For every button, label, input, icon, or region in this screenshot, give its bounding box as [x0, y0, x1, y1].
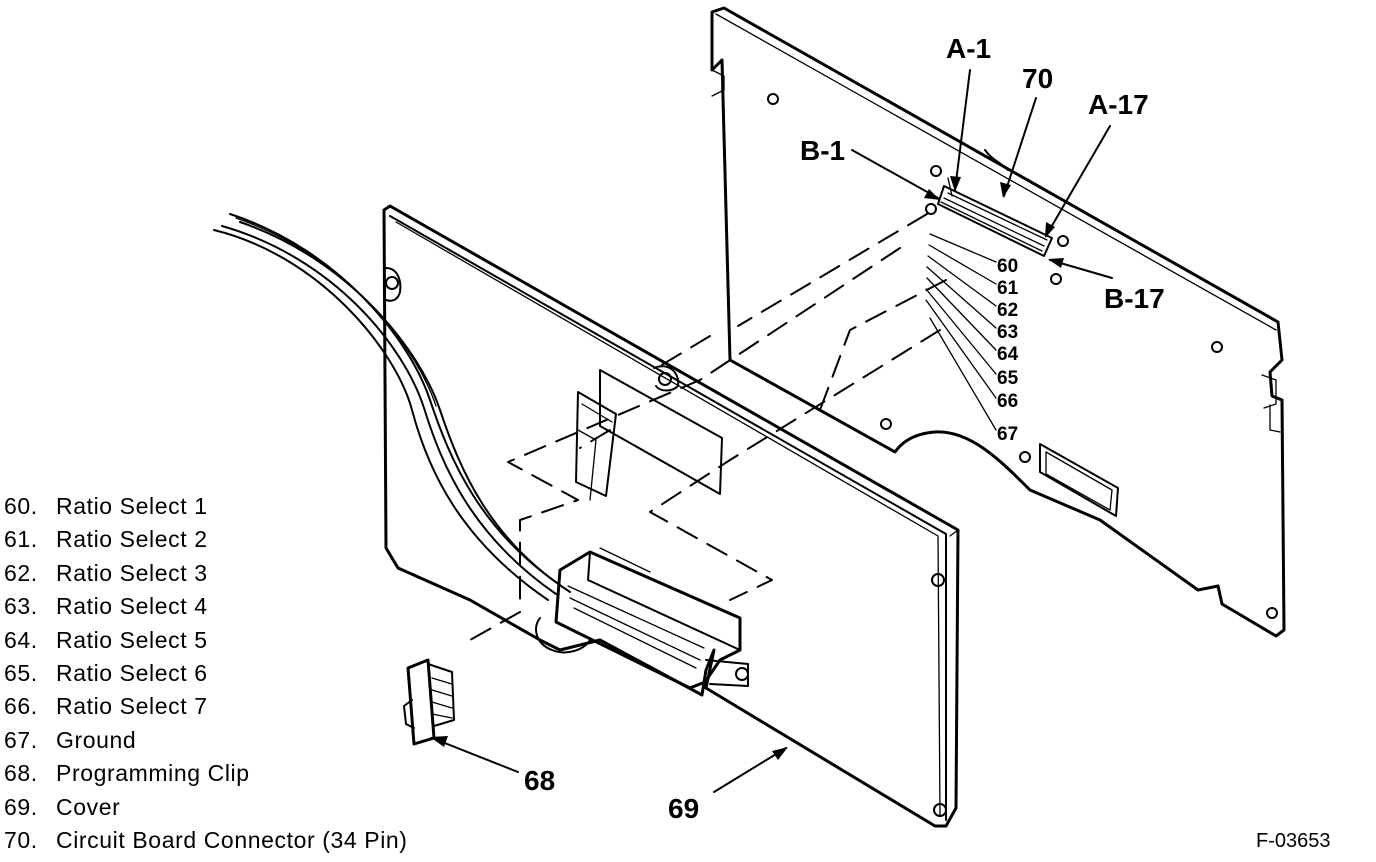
parts-legend: 60. Ratio Select 1 61. Ratio Select 2 62. R…	[4, 490, 408, 857]
arrow-head	[1048, 258, 1064, 268]
board-hole	[1019, 451, 1031, 463]
arrow-head	[1045, 222, 1055, 238]
legend-number: 62.	[4, 559, 38, 586]
callout-67: 67	[997, 424, 1018, 445]
legend-item: 66. Ratio Select 7	[4, 690, 408, 723]
circuit-board-connector	[937, 177, 1053, 257]
callout-65: 65	[997, 368, 1019, 389]
arrow-head	[950, 176, 961, 192]
cover-hole	[385, 276, 399, 290]
legend-item: 65. Ratio Select 6	[4, 657, 408, 690]
legend-number: 63.	[4, 593, 38, 620]
legend-item: 70. Circuit Board Connector (34 Pin)	[4, 824, 408, 857]
alignment-lines	[469, 213, 947, 641]
callout-60: 60	[997, 256, 1018, 277]
legend-label: Ratio Select 7	[56, 693, 208, 720]
board-cutout	[1039, 443, 1119, 517]
board-hole	[930, 165, 942, 177]
board-hole	[767, 93, 779, 105]
harness-connector-plug	[535, 547, 749, 690]
legend-label: Ratio Select 4	[56, 593, 208, 620]
legend-item: 61. Ratio Select 2	[4, 523, 408, 556]
legend-item: 68. Programming Clip	[4, 757, 408, 790]
legend-number: 65.	[4, 660, 38, 687]
callout-64: 64	[997, 344, 1019, 365]
arrow-head	[430, 736, 448, 747]
legend-item: 64. Ratio Select 5	[4, 624, 408, 657]
legend-number: 61.	[4, 526, 38, 553]
callout-62: 62	[997, 300, 1018, 321]
legend-number: 70.	[4, 827, 38, 854]
legend-number: 68.	[4, 760, 38, 787]
callout-68: 68	[524, 765, 555, 796]
arrow-head	[1000, 182, 1011, 198]
legend-number: 60.	[4, 493, 38, 519]
legend-label: Ratio Select 5	[56, 626, 208, 653]
arrows	[430, 69, 1113, 793]
callout-a17: A-17	[1088, 89, 1149, 120]
wire-harness	[213, 213, 571, 601]
callout-a1: A-1	[946, 33, 991, 64]
board-hole	[880, 418, 892, 430]
legend-number: 69.	[4, 793, 38, 820]
legend-item: 63. Ratio Select 4	[4, 590, 408, 623]
board-hole	[1057, 235, 1069, 247]
programming-clip	[403, 658, 455, 746]
legend-number: 67.	[4, 726, 38, 753]
board-hole	[1266, 607, 1278, 619]
legend-number: 66.	[4, 693, 38, 720]
callout-63: 63	[997, 322, 1018, 343]
cover-hole	[658, 372, 672, 386]
arrow-head	[924, 189, 940, 200]
legend-label: Ratio Select 1	[56, 493, 208, 519]
board-hole	[925, 203, 937, 215]
callout-61: 61	[997, 278, 1019, 299]
legend-label: Ratio Select 2	[56, 526, 208, 553]
legend-label: Ratio Select 3	[56, 559, 208, 586]
callout-b17: B-17	[1104, 283, 1165, 314]
callout-70: 70	[1022, 63, 1053, 94]
legend-item: 67. Ground	[4, 724, 408, 757]
cover	[382, 204, 960, 828]
cover-hole	[933, 803, 947, 817]
callout-b1: B-1	[800, 135, 845, 166]
legend-label: Programming Clip	[56, 760, 250, 787]
board-hole	[1211, 341, 1223, 353]
legend-item: 69. Cover	[4, 791, 408, 824]
callout-66: 66	[997, 391, 1018, 412]
legend-label: Circuit Board Connector (34 Pin)	[56, 827, 408, 854]
legend-number: 64.	[4, 626, 38, 653]
figure-id: F-03653	[1256, 830, 1331, 852]
legend-item: 60. Ratio Select 1	[4, 490, 408, 523]
legend-item: 62. Ratio Select 3	[4, 557, 408, 590]
legend-label: Ratio Select 6	[56, 660, 208, 687]
callout-69: 69	[668, 793, 699, 824]
arrow-head	[772, 747, 788, 760]
cover-hole	[931, 573, 945, 587]
circuit-board	[710, 6, 1286, 638]
leader-lines	[925, 233, 997, 431]
board-hole	[1050, 273, 1062, 285]
legend-label: Ground	[56, 726, 137, 753]
legend-label: Cover	[56, 793, 121, 820]
